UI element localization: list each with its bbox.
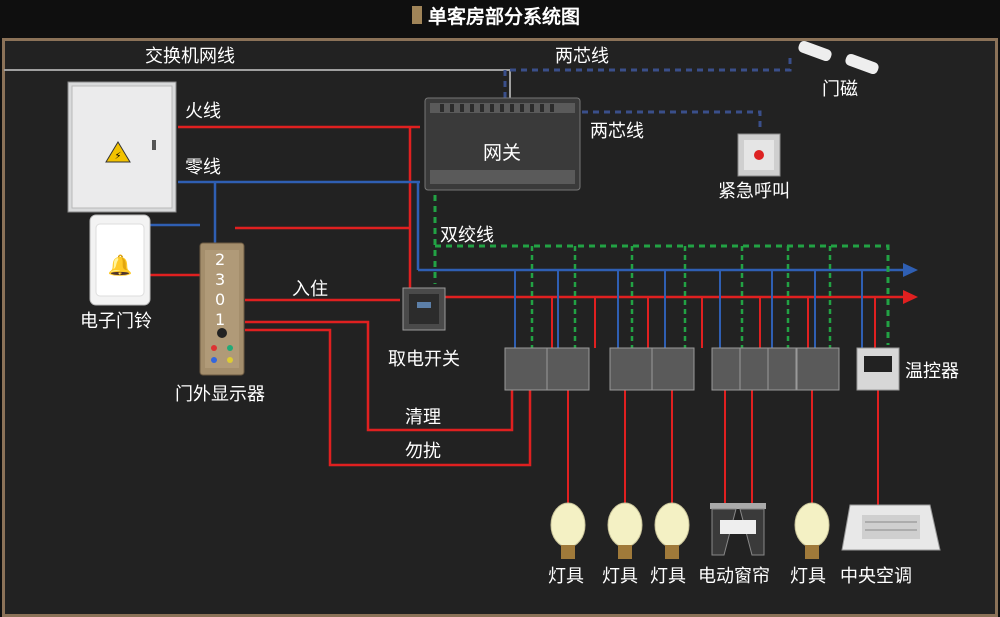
clean-line — [245, 320, 514, 432]
thermostat-label: 温控器 — [905, 361, 959, 382]
curtain-label: 电动窗帘 — [698, 566, 770, 587]
live-bus-arrow — [903, 290, 918, 304]
power-switch-label: 取电开关 — [388, 349, 460, 370]
lamp-4-label: 灯具 — [790, 566, 826, 587]
twisted-pair-label: 双绞线 — [440, 225, 494, 246]
dnd-line — [245, 328, 532, 467]
emergency-call-device — [737, 133, 781, 177]
door-display-digit-1: 2 — [215, 250, 226, 269]
two-core-top-label: 两芯线 — [555, 46, 609, 67]
door-display-label: 门外显示器 — [175, 384, 265, 405]
lamp-1-icon — [550, 502, 586, 559]
curtain-icon — [710, 503, 766, 556]
lamp-2-label: 灯具 — [602, 566, 638, 587]
ac-unit-icon — [841, 504, 941, 551]
gateway-device — [424, 97, 581, 191]
svg-text:🔔: 🔔 — [108, 253, 133, 277]
doorbell-device: 🔔 — [89, 214, 151, 306]
emergency-call-label: 紧急呼叫 — [718, 181, 790, 202]
lamp-3-label: 灯具 — [650, 566, 686, 587]
gateway-label: 网关 — [483, 142, 522, 164]
door-display-digit-2: 3 — [215, 270, 226, 289]
live-wire-label: 火线 — [185, 101, 221, 122]
door-display-digit-3: 0 — [215, 290, 226, 309]
title-marker — [412, 6, 422, 24]
neutral-wire-label: 零线 — [185, 157, 221, 178]
lamp-3-icon — [654, 502, 690, 559]
door-display-panel — [199, 242, 245, 376]
svg-text:⚡: ⚡ — [114, 151, 121, 162]
door-display-digit-4: 1 — [215, 310, 226, 329]
two-core-line-top — [503, 55, 792, 98]
clean-label: 清理 — [405, 407, 441, 428]
doorbell-label: 电子门铃 — [80, 311, 152, 332]
switch-line-label: 交换机网线 — [145, 46, 235, 67]
two-core-line-mid — [560, 110, 762, 132]
neutral-bus-arrow — [903, 263, 918, 277]
distribution-box: ⚡ — [67, 81, 177, 213]
lamp-2-icon — [607, 502, 643, 559]
title-block: 单客房部分系统图 — [412, 2, 580, 28]
ac-label: 中央空调 — [840, 566, 912, 587]
load-drops — [567, 390, 879, 505]
panel-drops — [514, 246, 876, 348]
lamp-1-label: 灯具 — [548, 566, 584, 587]
power-switch-device — [402, 287, 446, 331]
dnd-label: 勿扰 — [405, 441, 441, 462]
door-sensor-label: 门磁 — [822, 79, 858, 100]
door-sensor-device — [798, 40, 879, 75]
check-in-label: 入住 — [292, 279, 328, 300]
page-title: 单客房部分系统图 — [428, 5, 581, 28]
two-core-mid-label: 两芯线 — [590, 121, 644, 142]
lamp-4-icon — [794, 502, 830, 559]
twisted-pair-bus — [435, 244, 890, 345]
switch-panels — [504, 347, 900, 391]
